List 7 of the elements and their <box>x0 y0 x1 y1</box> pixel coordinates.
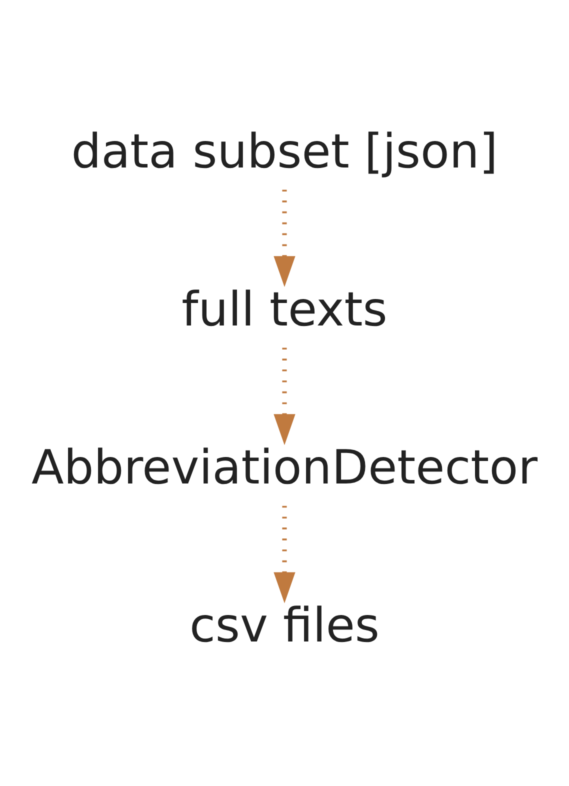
node-text: AbbreviationDetector <box>31 440 538 496</box>
node-text: csv files <box>189 598 380 654</box>
node-text: data subset [json] <box>71 124 498 180</box>
arrow <box>274 190 296 288</box>
arrow <box>274 506 296 604</box>
node-text: full texts <box>182 282 388 338</box>
arrow <box>274 348 296 446</box>
